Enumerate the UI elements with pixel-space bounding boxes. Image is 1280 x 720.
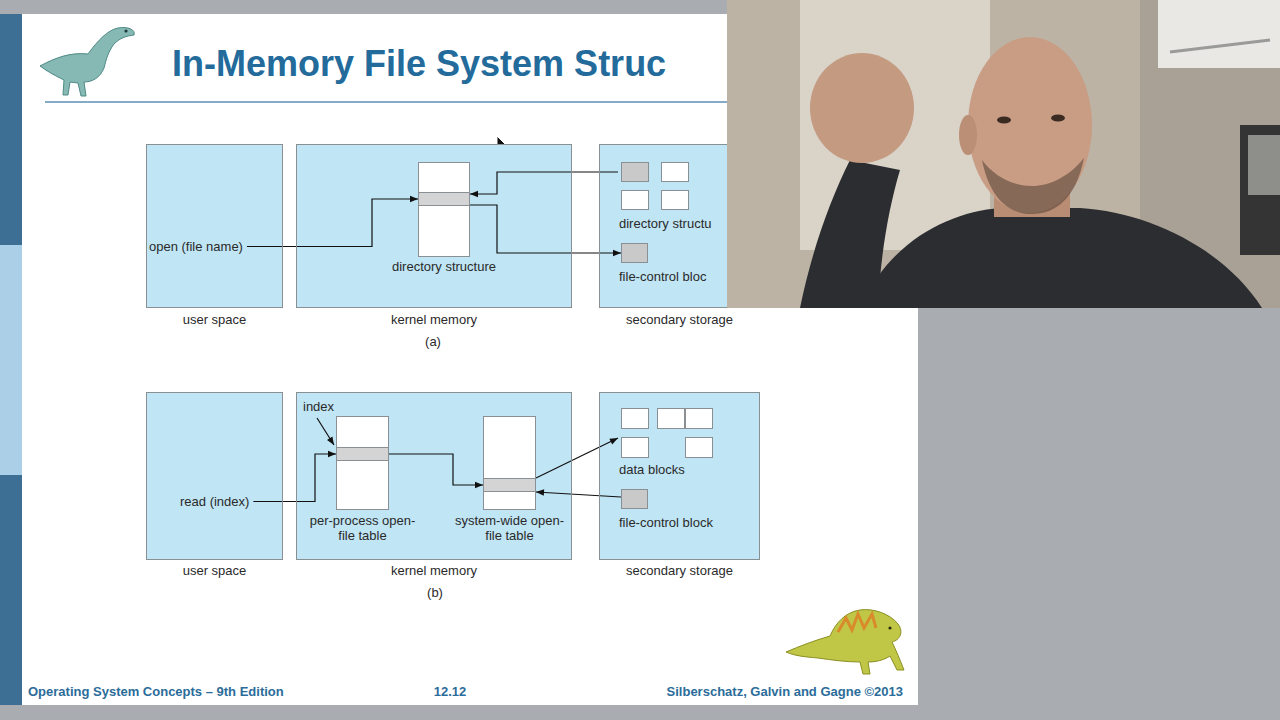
table-entry — [337, 447, 388, 461]
block-group: directory structu — [618, 158, 722, 214]
connector-arrow — [389, 454, 483, 485]
page-number: 12.12 — [420, 684, 480, 699]
storage-label: file-control bloc — [619, 269, 706, 284]
user-space-box: open (file name)user space — [146, 144, 283, 308]
panel-fill — [146, 144, 283, 308]
storage-block — [662, 191, 689, 210]
directory-table: directory structure — [418, 162, 470, 257]
figure-label: (a) — [413, 334, 453, 349]
slide-title: In-Memory File System Struc — [172, 43, 666, 85]
region-label: secondary storage — [580, 312, 780, 327]
dinosaur-eye — [124, 29, 127, 32]
panel-fill — [146, 392, 283, 560]
side-bar — [0, 245, 22, 475]
connector-arrow — [253, 454, 336, 502]
call-label: open (file name) — [149, 239, 243, 254]
side-bar — [0, 14, 22, 245]
air-conditioner — [1158, 0, 1280, 68]
webcam-curtain — [800, 0, 990, 250]
connector-arrow — [536, 438, 618, 478]
storage-block — [622, 191, 649, 210]
connector-arrow — [247, 199, 418, 247]
storage-block — [686, 438, 713, 458]
block-icons — [618, 405, 716, 461]
dinosaur-logo — [786, 610, 904, 674]
title-rule — [45, 101, 918, 103]
slide-title: In-Memory File System Struc — [172, 43, 666, 85]
pointer-leader — [317, 418, 334, 445]
air-conditioner-slat — [1170, 40, 1270, 52]
webcam-eye — [1051, 115, 1065, 122]
table-entry — [484, 478, 535, 492]
dinosaur-body — [40, 27, 134, 96]
kernel-memory-box: kernel memoryper-process open-file table… — [296, 392, 572, 560]
secondary-storage-box: secondary storagedata blocksfile-control… — [599, 392, 760, 560]
call-label: read (index) — [180, 494, 249, 509]
storage-block — [622, 163, 649, 182]
storage-block — [686, 409, 713, 429]
webcam-eye — [997, 117, 1011, 124]
connector-arrow — [536, 492, 621, 497]
open-file-table: system-wide open-file table — [483, 416, 536, 510]
panel-fill — [296, 392, 572, 560]
region-label: secondary storage — [580, 563, 780, 578]
region-label: kernel memory — [334, 312, 534, 327]
connector-arrow — [470, 172, 618, 194]
panel-fill — [296, 144, 572, 308]
control-block: file-control bloc — [621, 243, 648, 263]
secondary-storage-box: secondary storagedirectory structufile-c… — [599, 144, 760, 308]
pointer-label: index — [303, 399, 353, 414]
region-label: kernel memory — [334, 563, 534, 578]
table-label: per-process open-file table — [308, 513, 418, 543]
webcam-head — [968, 37, 1092, 213]
kernel-memory-box: kernel memorydirectory structure — [296, 144, 572, 308]
table-label: system-wide open-file table — [455, 513, 565, 543]
panel-fill — [599, 144, 760, 308]
table-label: directory structure — [364, 259, 524, 274]
webcam-arm — [800, 160, 900, 308]
region-label: user space — [135, 312, 295, 327]
wall-frame — [1240, 125, 1280, 255]
slide-page — [0, 14, 918, 705]
open-file-table: per-process open-file table — [336, 416, 389, 510]
user-space-box: read (index)user space — [146, 392, 283, 560]
footer-text: Operating System Concepts – 9th Edition — [28, 684, 358, 699]
storage-block — [662, 163, 689, 182]
storage-label: data blocks — [619, 462, 685, 477]
footer-text: Silberschatz, Galvin and Gagne ©2013 — [553, 684, 903, 699]
dinosaur-eye — [888, 626, 891, 629]
dinosaur-frill — [838, 614, 876, 632]
dinosaur-logo — [40, 27, 134, 96]
webcam-wall-side — [1140, 0, 1280, 308]
panel-fill — [599, 392, 760, 560]
side-bar — [0, 475, 22, 705]
storage-block — [622, 438, 649, 458]
webcam-ear — [959, 115, 977, 155]
block-group: data blocks — [618, 405, 716, 461]
storage-block — [658, 409, 685, 429]
webcam-neck — [994, 175, 1070, 217]
webcam-beard — [982, 158, 1084, 214]
webcam-wall — [727, 0, 1280, 308]
block-icons — [618, 158, 722, 214]
storage-block — [622, 409, 649, 429]
figure-label: (b) — [415, 585, 455, 600]
storage-label: directory structu — [619, 216, 711, 231]
wall-frame-picture — [1248, 135, 1280, 195]
table-entry — [419, 192, 469, 206]
storage-label: file-control block — [619, 515, 713, 530]
webcam-hand — [810, 53, 914, 163]
control-block: file-control block — [621, 489, 648, 509]
region-label: user space — [135, 563, 295, 578]
dinosaur-body — [786, 610, 904, 674]
webcam-shirt — [860, 208, 1262, 308]
